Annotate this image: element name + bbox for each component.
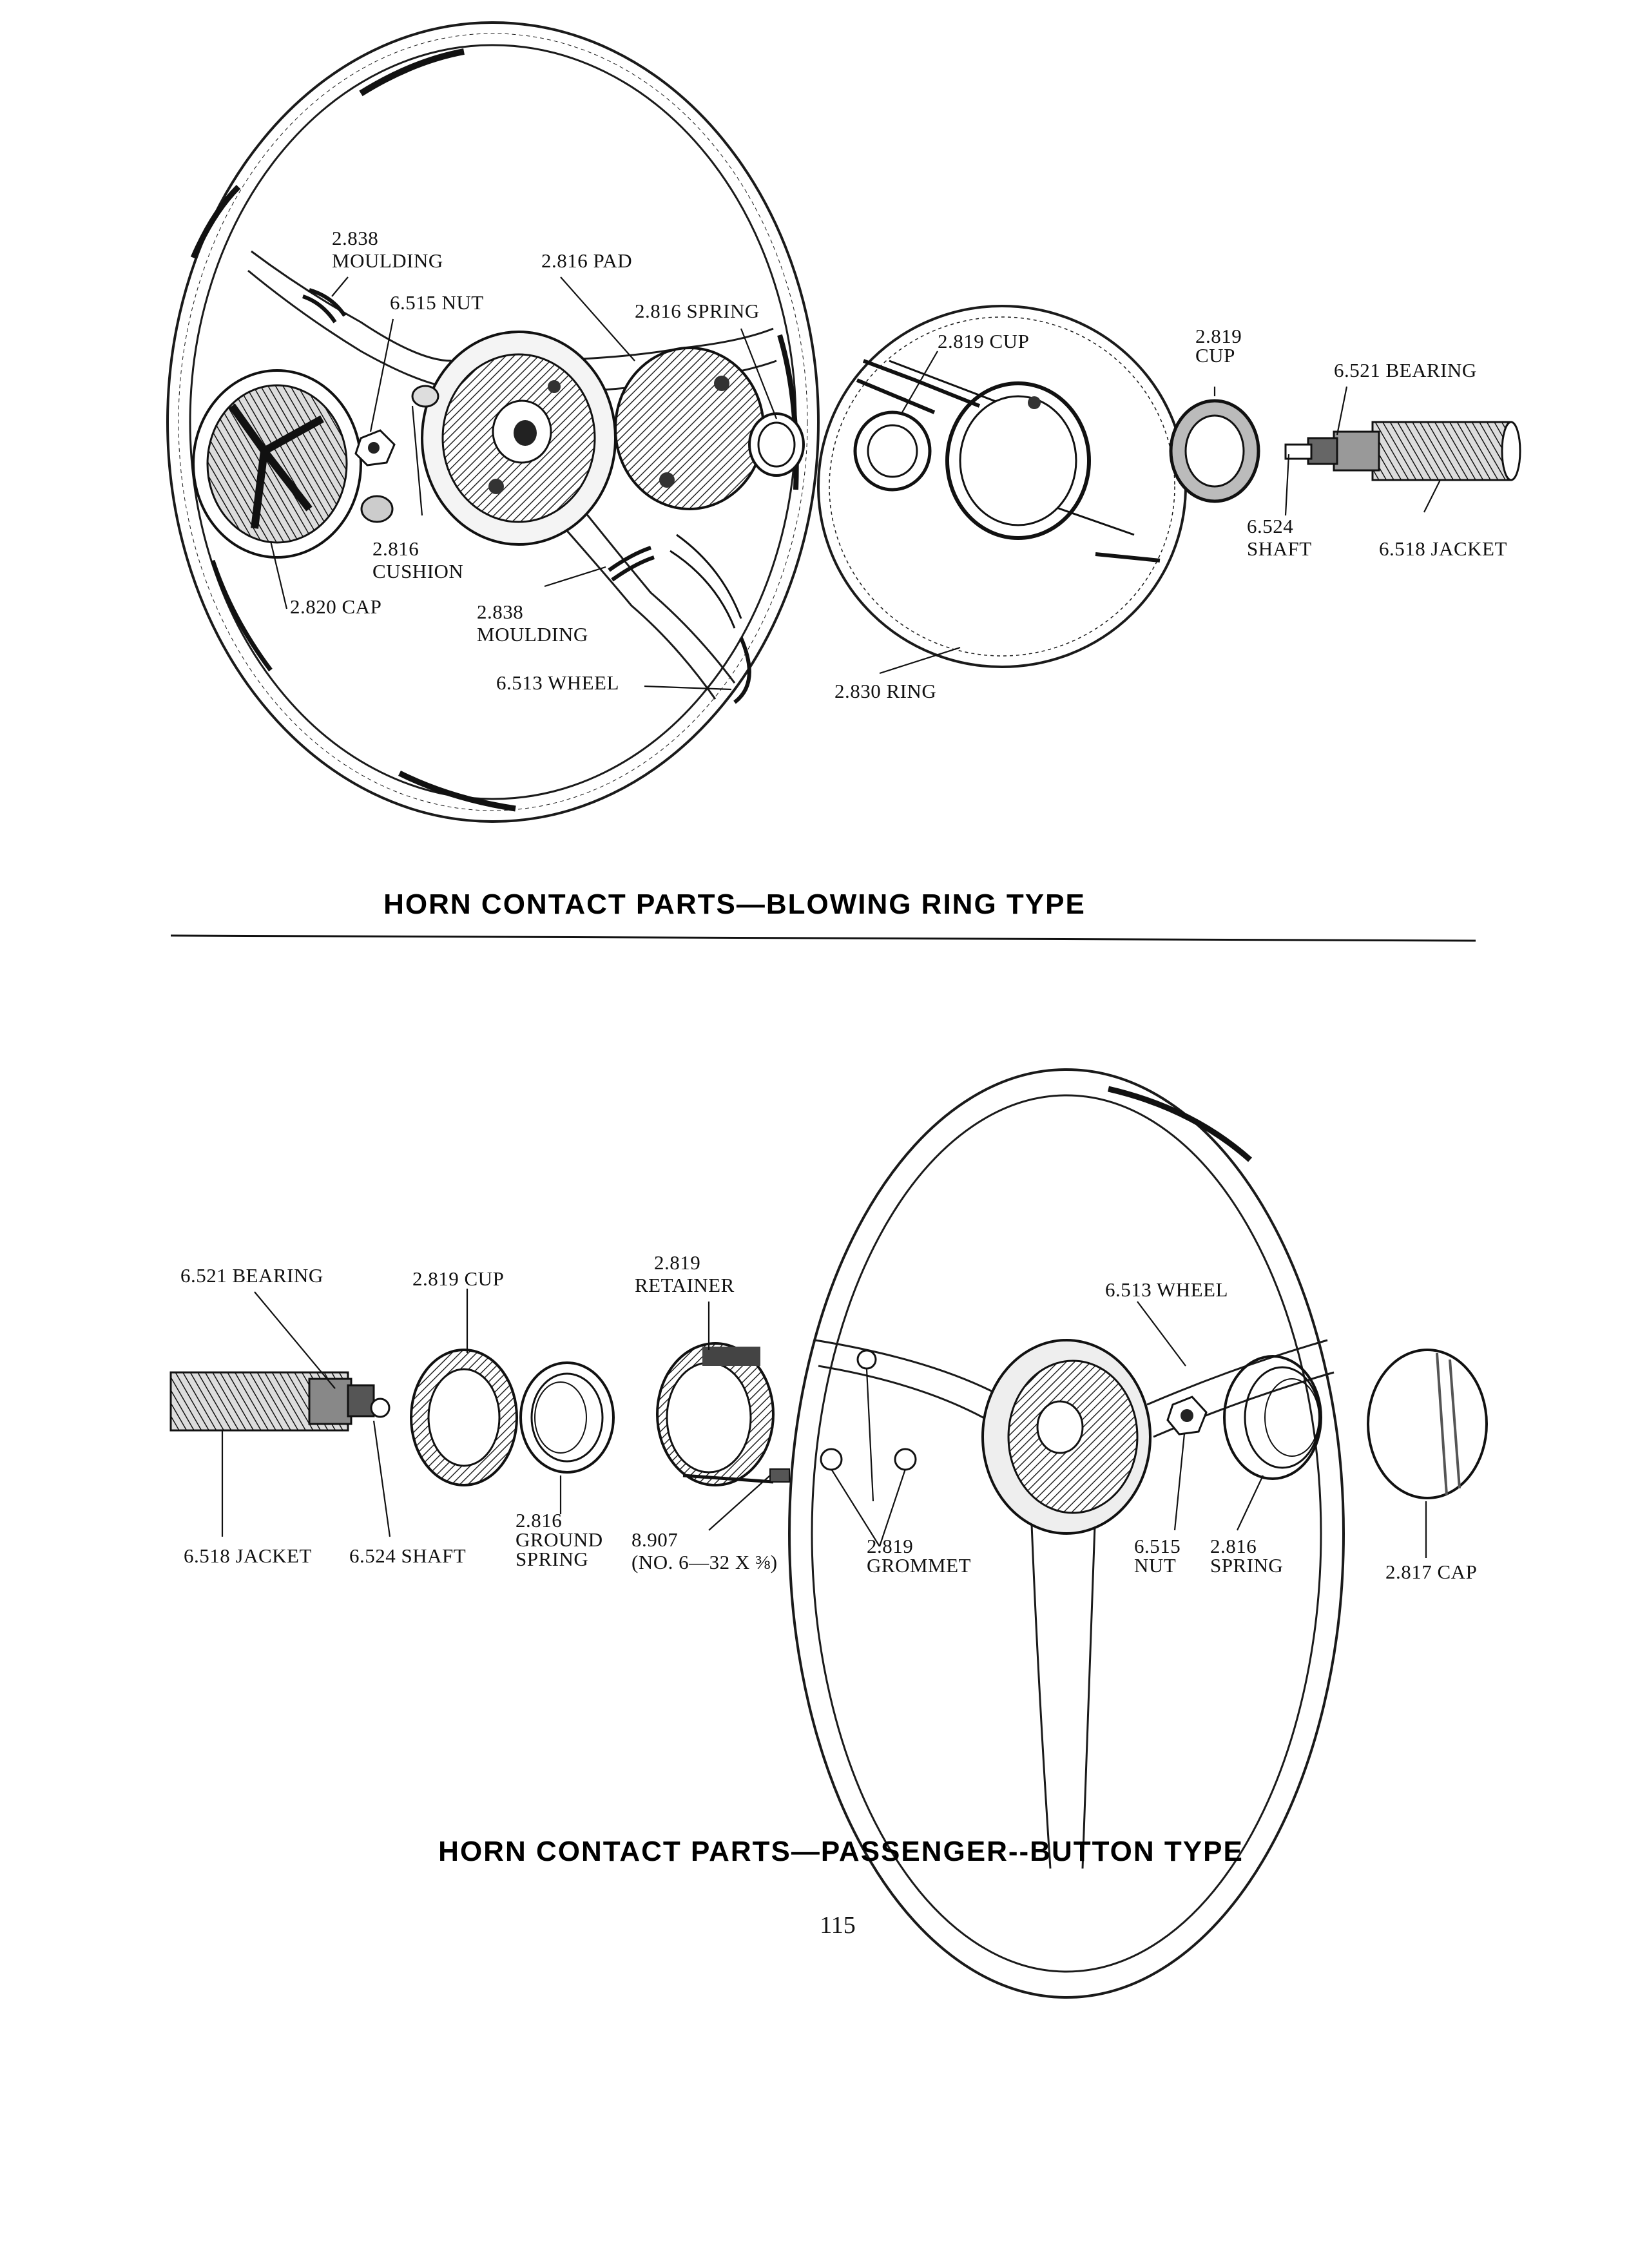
label2-ground-num: 2.816 xyxy=(516,1509,562,1532)
steering-column xyxy=(1284,421,1521,481)
label-wheel: 6.513 WHEEL xyxy=(496,671,619,694)
label-jacket: 6.518 JACKET xyxy=(1379,537,1507,560)
label-moulding-top-num: 2.838 xyxy=(332,227,378,249)
label2-nut-name: NUT xyxy=(1134,1554,1176,1577)
diagram1-labels: 2.838 MOULDING 2.816 PAD 6.515 NUT 2.816… xyxy=(290,227,1507,702)
label2-ground-a: GROUND xyxy=(516,1528,603,1551)
label2-shaft: 6.524 SHAFT xyxy=(349,1544,466,1567)
steering-column-2 xyxy=(169,1371,390,1432)
page-number: 115 xyxy=(820,1912,856,1939)
label-cup-right-num: 2.819 xyxy=(1195,325,1242,347)
label-shaft-name: SHAFT xyxy=(1247,537,1312,560)
contact-cup-2 xyxy=(410,1349,518,1486)
label2-retainer-num: 2.819 xyxy=(654,1251,700,1274)
diagram1-leaders xyxy=(269,276,1441,691)
label2-cup: 2.819 CUP xyxy=(412,1267,504,1290)
steering-wheel-rim xyxy=(166,21,820,823)
blowing-ring xyxy=(817,305,1187,668)
label2-ground-b: SPRING xyxy=(516,1548,588,1570)
label-bearing: 6.521 BEARING xyxy=(1334,359,1477,381)
steering-wheel-2 xyxy=(788,1068,1345,1999)
wheel-hub xyxy=(421,331,617,546)
label-cup-middle: 2.819 CUP xyxy=(938,330,1029,352)
label2-grommet-name: GROMMET xyxy=(867,1554,971,1577)
diagram-button-type: 6.521 BEARING 2.819 CUP 2.819 RETAINER 6… xyxy=(169,1068,1488,1999)
label-spring: 2.816 SPRING xyxy=(635,300,760,322)
ground-spring xyxy=(519,1361,615,1474)
label-shaft-num: 6.524 xyxy=(1247,515,1293,537)
label2-jacket: 6.518 JACKET xyxy=(184,1544,312,1567)
label2-wheel: 6.513 WHEEL xyxy=(1105,1278,1228,1301)
diagram2-leaders xyxy=(221,1289,1427,1558)
label2-spring-num: 2.816 xyxy=(1210,1535,1257,1557)
label-moulding-top-name: MOULDING xyxy=(332,249,443,272)
label2-cap: 2.817 CAP xyxy=(1385,1561,1477,1583)
label-cup-right-name: CUP xyxy=(1195,344,1235,367)
label2-spring-name: SPRING xyxy=(1210,1554,1283,1577)
label2-retainer-name: RETAINER xyxy=(635,1274,735,1296)
small-hardware xyxy=(302,288,742,629)
section-divider xyxy=(170,934,1476,942)
diagram2-labels: 6.521 BEARING 2.819 CUP 2.819 RETAINER 6… xyxy=(180,1251,1477,1583)
label-pad: 2.816 PAD xyxy=(541,249,632,272)
contact-cup-right xyxy=(1169,399,1260,503)
nut-spring-cap xyxy=(1166,1349,1488,1499)
diagram1-title: HORN CONTACT PARTS—BLOWING RING TYPE xyxy=(383,889,1086,920)
contact-cup-middle xyxy=(853,410,932,492)
label-moulding-bottom-name: MOULDING xyxy=(477,623,588,646)
label-cushion-num: 2.816 xyxy=(372,537,419,560)
label-ring: 2.830 RING xyxy=(834,680,936,702)
label-moulding-bottom-num: 2.838 xyxy=(477,601,523,623)
diagram-blowing-ring: 2.838 MOULDING 2.816 PAD 6.515 NUT 2.816… xyxy=(166,21,1521,920)
label-nut: 6.515 NUT xyxy=(390,291,484,314)
label2-bearing: 6.521 BEARING xyxy=(180,1264,323,1287)
label2-grommet-num: 2.819 xyxy=(867,1535,913,1557)
label2-nut-num: 6.515 xyxy=(1134,1535,1181,1557)
label2-screw-num: 8.907 xyxy=(631,1528,678,1551)
label-cushion-name: CUSHION xyxy=(372,560,463,582)
diagram2-title: HORN CONTACT PARTS—PASSENGER--BUTTON TYP… xyxy=(438,1836,1244,1867)
pad-plate xyxy=(614,347,805,510)
horn-cap xyxy=(192,369,362,559)
label2-screw-spec: (NO. 6—32 X ⅜) xyxy=(631,1551,778,1573)
label-cap: 2.820 CAP xyxy=(290,595,381,618)
retainer xyxy=(656,1342,790,1486)
